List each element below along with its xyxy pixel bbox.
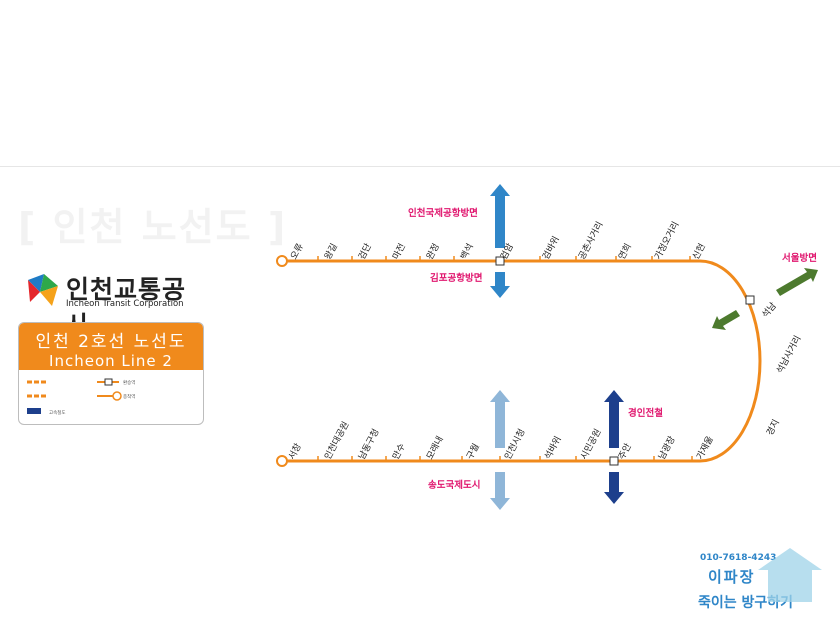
direction-gimpo: 김포공항방면 (430, 273, 483, 284)
legend-terminal-label: 종착역 (123, 395, 136, 400)
divider (0, 166, 840, 167)
airport-arrow (490, 184, 510, 298)
station-ticks-bottom (317, 456, 693, 461)
legend-transfer-label: 환승역 (123, 381, 136, 386)
watermark-phone: 010-7618-4243 (700, 553, 777, 563)
logo-subtext: Incheon Transit Corporation (66, 299, 184, 309)
transfer-seoknam (745, 295, 755, 305)
legend-ktx-label: 고속철도 (49, 411, 66, 416)
legend-subtitle: Incheon Line 2 (49, 352, 173, 370)
watermark-name: 이파장 (708, 568, 756, 586)
legend-box: 인천 2호선 노선도 Incheon Line 2 환승역 종착역 고속철도 (18, 322, 204, 425)
direction-seoul: 서울방면 (782, 253, 817, 264)
legend-symbols (27, 378, 122, 414)
direction-gyeongin: 경인전철 (628, 408, 663, 419)
company-logo-mark-icon (28, 274, 58, 306)
direction-songdo: 송도국제도시 (428, 480, 481, 491)
legend-header: 인천 2호선 노선도 Incheon Line 2 (19, 323, 203, 370)
gyeongin-arrow (604, 390, 624, 504)
terminal-seochang (276, 455, 288, 467)
transfer-geomam (495, 256, 505, 266)
line-2-track (282, 259, 762, 463)
station-ticks-top (317, 256, 691, 261)
direction-airport: 인천국제공항방면 (408, 208, 478, 219)
transfer-juan (609, 456, 619, 466)
faded-title: [ 인천 노선도 ] (18, 205, 288, 249)
songdo-arrow (490, 390, 510, 510)
terminal-oryu (276, 255, 288, 267)
legend-title: 인천 2호선 노선도 (35, 332, 187, 352)
seoul-arrow (712, 268, 818, 330)
